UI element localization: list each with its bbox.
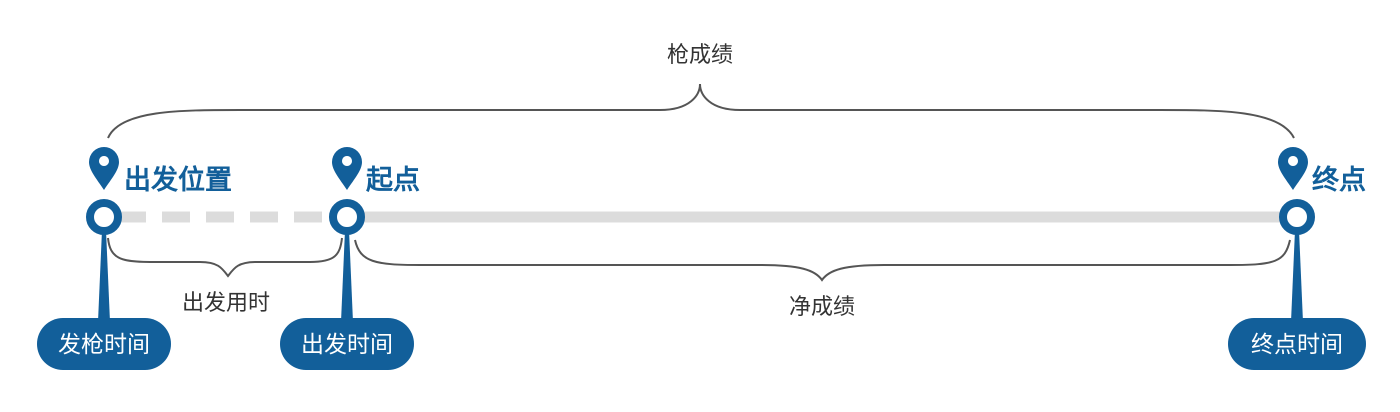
callout-pill — [37, 318, 171, 370]
point-marker — [86, 199, 122, 235]
start-delay-label: 出发用时 — [182, 291, 270, 316]
point-start-line: 起点 出发时间 — [280, 147, 420, 370]
gun-result-brace — [107, 83, 1295, 139]
callout-label: 终点时间 — [1251, 332, 1343, 358]
point-title: 起点 — [366, 165, 420, 196]
point-marker — [329, 199, 365, 235]
location-pin-icon — [332, 147, 362, 190]
start-delay-brace — [107, 237, 343, 278]
point-start-position: 出发位置 发枪时间 — [37, 147, 232, 370]
point-title: 出发位置 — [124, 164, 232, 196]
callout-pill — [280, 318, 414, 370]
gun-result-label: 枪成绩 — [667, 43, 733, 68]
location-pin-icon — [89, 147, 119, 190]
callout-stem — [98, 230, 110, 322]
net-result-brace — [354, 239, 1291, 282]
callout-stem — [1291, 230, 1303, 322]
callout-pill — [1228, 318, 1366, 370]
callout-label: 出发时间 — [301, 332, 393, 358]
point-finish: 终点 终点时间 — [1228, 147, 1366, 370]
location-pin-icon — [1278, 147, 1308, 190]
callout-stem — [341, 230, 353, 322]
callout-label: 发枪时间 — [58, 332, 150, 358]
net-result-label: 净成绩 — [789, 295, 855, 320]
point-marker — [1279, 199, 1315, 235]
point-title: 终点 — [1312, 164, 1366, 196]
